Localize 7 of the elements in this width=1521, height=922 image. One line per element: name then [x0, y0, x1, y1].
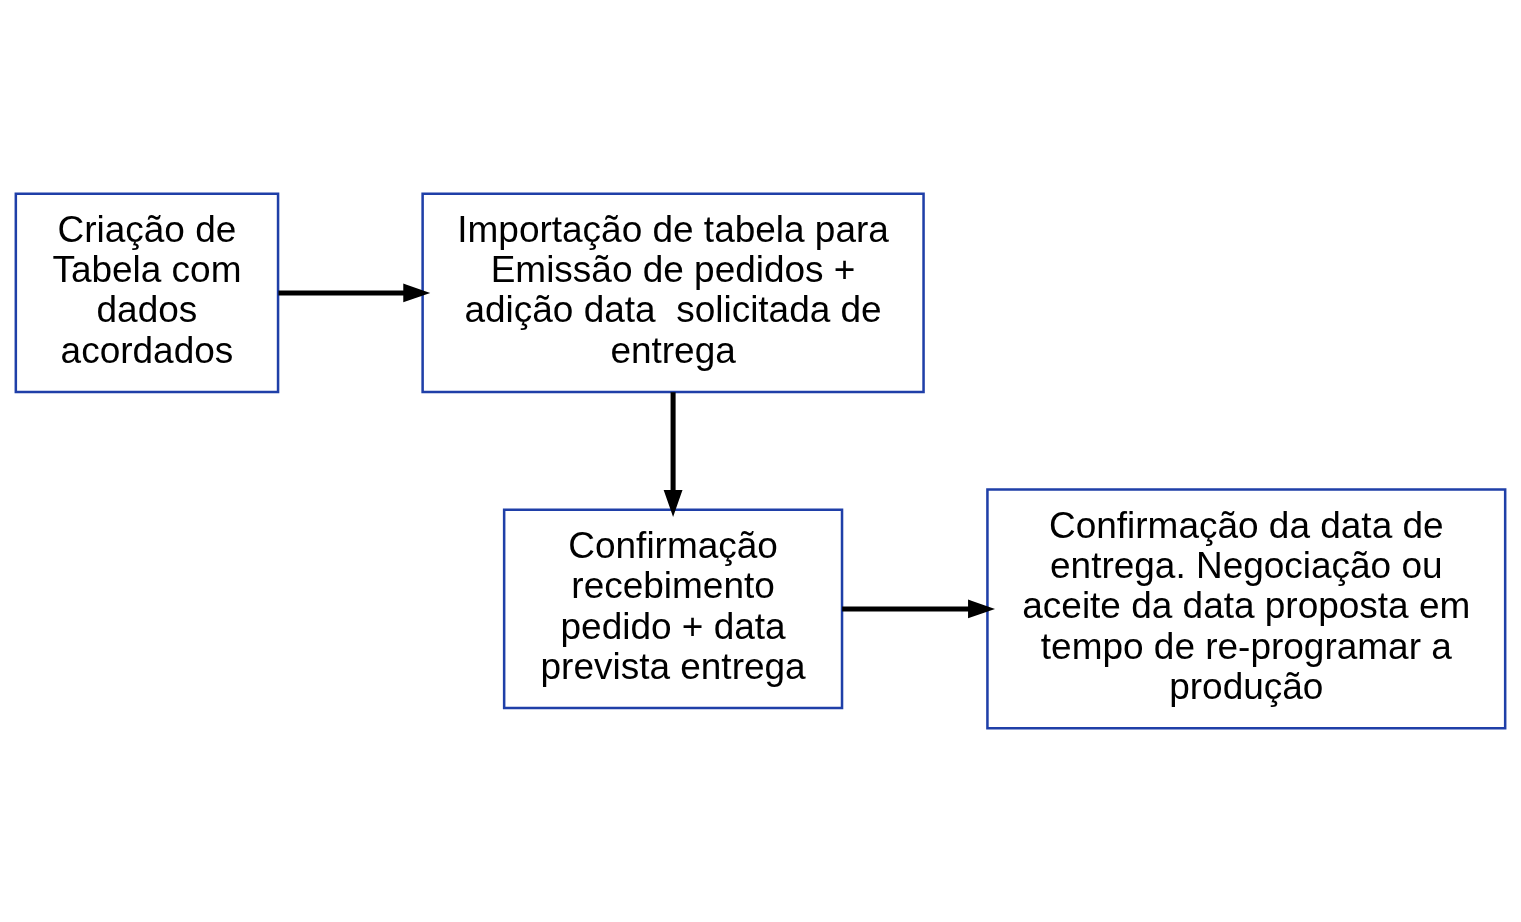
node-box: Confirmação recebimento pedido + data prevista entrega — [502, 508, 844, 710]
arrow — [842, 599, 995, 619]
arrow — [278, 283, 431, 303]
node-box: Confirmação da data de entrega. Negociação ou aceite da data proposta em tempo de re-programar a produção — [986, 488, 1507, 730]
node-box: Criação de Tabela com dados acordados — [14, 192, 280, 394]
node-box: Importação de tabela para Emissão de pedidos + adição data solicitada de entrega — [421, 192, 925, 394]
arrow — [663, 392, 683, 517]
